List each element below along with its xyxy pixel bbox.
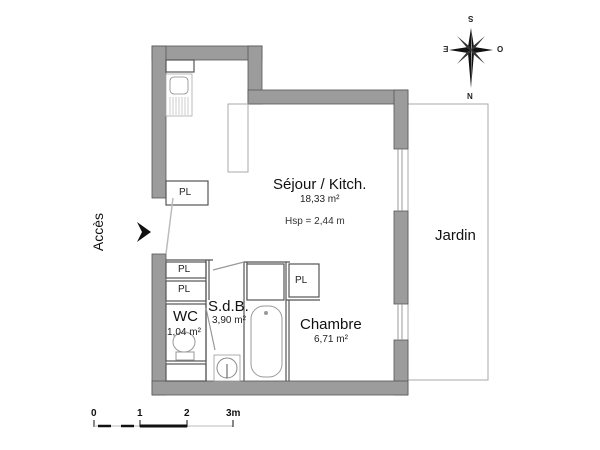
room-name-wc: WC (173, 308, 198, 325)
room-name-sdb: S.d.B. (208, 298, 249, 315)
wc-door (205, 307, 216, 351)
interior-walls (165, 259, 320, 382)
compass-north: N (467, 92, 473, 101)
closet-label-4: PL (295, 275, 308, 286)
room-name-chambre: Chambre (300, 316, 362, 333)
windows (397, 149, 403, 340)
closet-label-1: PL (179, 187, 192, 198)
entrance-arrow-icon (137, 222, 151, 242)
scale-tick-3m: 3m (226, 408, 241, 419)
closet-label-2: PL (178, 264, 191, 275)
kitchen-sink-icon (165, 73, 193, 117)
scale-tick-0: 0 (91, 408, 97, 419)
room-name-sejour: Séjour / Kitch. (273, 176, 367, 193)
room-area-sdb: 3,90 m² (212, 315, 246, 326)
bathtub-icon (250, 305, 283, 378)
ceiling-height: Hsp = 2,44 m (285, 216, 345, 227)
bathroom-door (212, 261, 245, 271)
room-area-sejour: 18,33 m² (300, 194, 340, 205)
kitchen-cabinet (165, 59, 195, 73)
kitchen-counter (227, 103, 249, 173)
scale-tick-2: 2 (184, 408, 190, 419)
scale-bar (93, 420, 234, 428)
closet-label-3: PL (178, 284, 191, 295)
scale-tick-1: 1 (137, 408, 143, 419)
entrance-label: Accès (90, 212, 106, 252)
exterior-walls (151, 45, 409, 396)
entrance-door (165, 197, 174, 255)
compass-east: E (443, 45, 449, 54)
garden-label: Jardin (435, 227, 476, 244)
compass-west: O (497, 45, 504, 54)
compass-rose-icon (449, 28, 493, 88)
toilet-icon (172, 331, 196, 361)
room-area-chambre: 6,71 m² (314, 334, 348, 345)
room-area-wc: 1,04 m² (167, 327, 201, 338)
compass-south: S (468, 14, 474, 23)
washbasin-icon (213, 354, 241, 382)
